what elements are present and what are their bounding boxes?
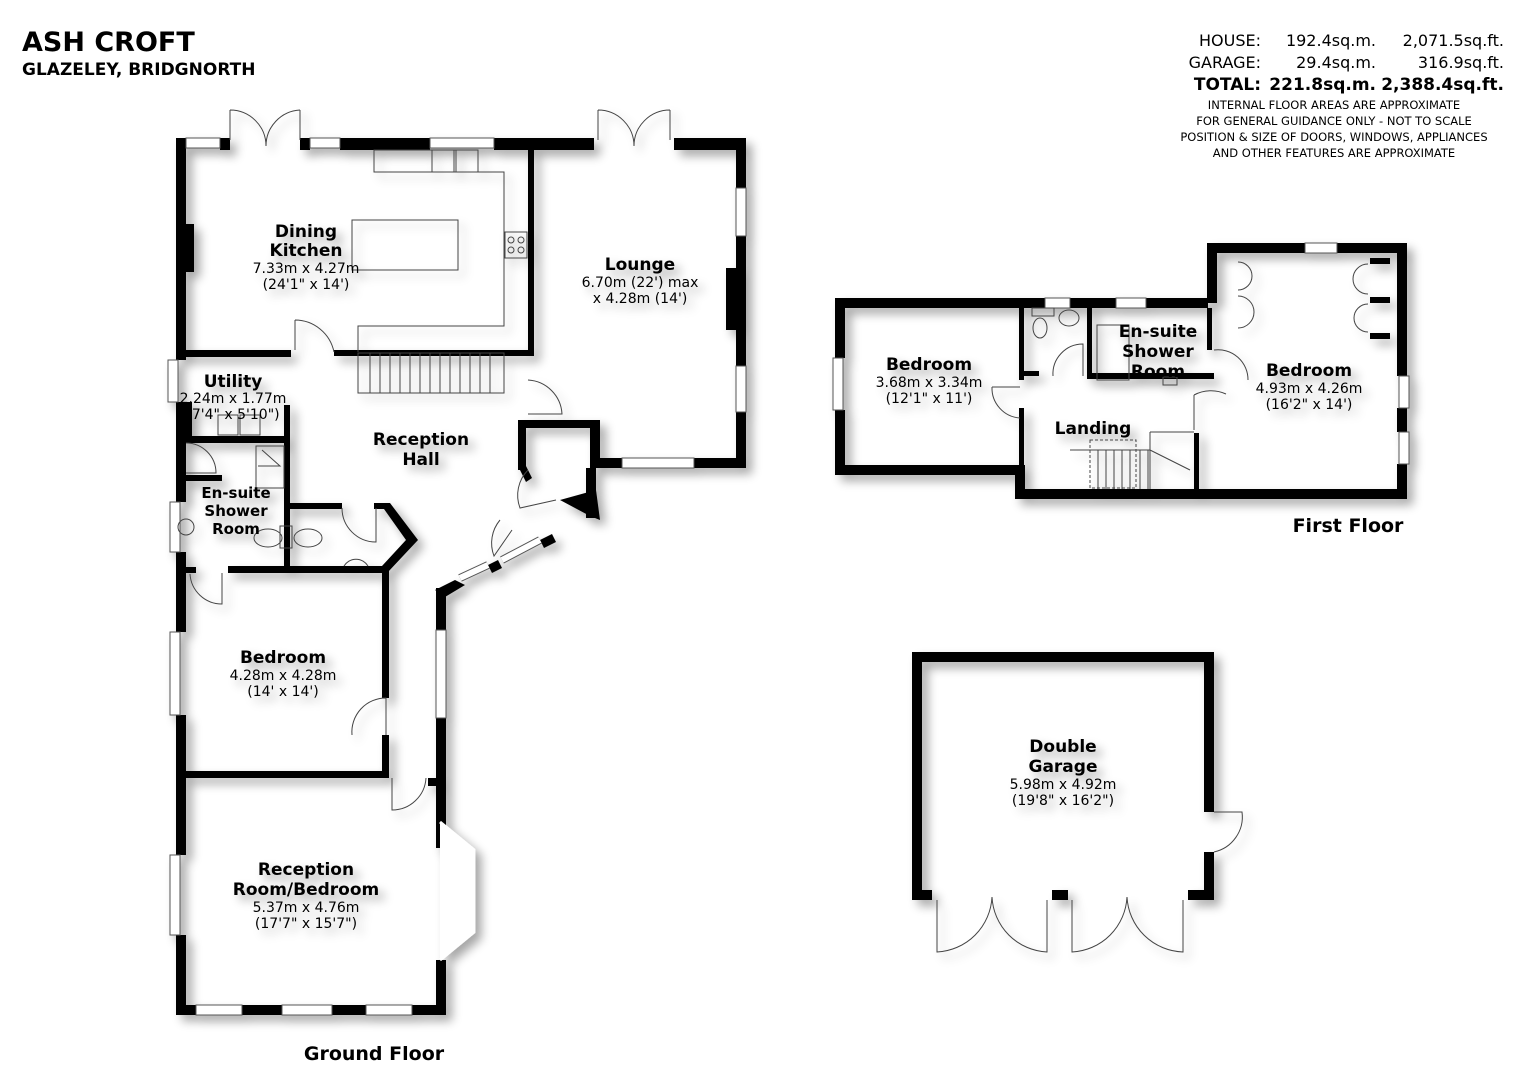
room-reception-hall-name: Reception xyxy=(373,430,469,450)
room-dining-kitchen-metric: 7.33m x 4.27m xyxy=(253,261,360,277)
svg-text:3.68m x 3.34m: 3.68m x 3.34m xyxy=(876,375,983,391)
ground-floor-walls xyxy=(176,138,746,1015)
svg-text:Kitchen: Kitchen xyxy=(270,241,343,261)
area-row-house: HOUSE: 192.4sq.m. 2,071.5sq.ft. xyxy=(1199,31,1504,50)
area-row-garage: GARAGE: 29.4sq.m. 316.9sq.ft. xyxy=(1188,53,1504,72)
disclaimer: INTERNAL FLOOR AREAS ARE APPROXIMATE FOR… xyxy=(1180,98,1488,160)
garage-labels: Double Garage 5.98m x 4.92m (19'8" x 16'… xyxy=(1010,737,1117,809)
svg-text:(16'2" x 14'): (16'2" x 14') xyxy=(1266,397,1353,413)
room-dining-kitchen-name: Dining xyxy=(275,222,337,242)
svg-text:5.37m x 4.76m: 5.37m x 4.76m xyxy=(253,900,360,916)
first-floor-label: First Floor xyxy=(1293,515,1404,537)
room-utility-name: Utility xyxy=(204,372,263,392)
svg-text:(19'8" x 16'2"): (19'8" x 16'2") xyxy=(1012,793,1114,809)
svg-text:5.98m x 4.92m: 5.98m x 4.92m xyxy=(1010,777,1117,793)
svg-text:(24'1" x 14'): (24'1" x 14') xyxy=(263,277,350,293)
svg-text:2.24m x 1.77m: 2.24m x 1.77m xyxy=(180,391,287,407)
svg-text:4.93m x 4.26m: 4.93m x 4.26m xyxy=(1256,381,1363,397)
room-bedroom-ground-name: Bedroom xyxy=(240,648,326,668)
svg-text:(14' x 14'): (14' x 14') xyxy=(247,684,318,700)
svg-text:Room: Room xyxy=(1131,362,1185,382)
ground-floor-doors xyxy=(185,109,671,811)
svg-text:Shower: Shower xyxy=(204,502,268,520)
first-floor-doors xyxy=(991,261,1369,430)
garage-doors xyxy=(936,811,1243,953)
first-floor-plan: Bedroom 3.68m x 3.34m (12'1" x 11') En-s… xyxy=(832,242,1410,499)
first-floor-walls xyxy=(835,243,1407,499)
svg-text:(7'4" x 5'10"): (7'4" x 5'10") xyxy=(186,407,279,423)
svg-text:x 4.28m (14'): x 4.28m (14') xyxy=(593,291,688,307)
property-title: ASH CROFT xyxy=(22,27,195,58)
svg-text:Room: Room xyxy=(212,520,260,538)
room-bedroom-first-1-name: Bedroom xyxy=(886,355,972,375)
property-location: GLAZELEY, BRIDGNORTH xyxy=(22,60,256,80)
room-double-garage-name: Double xyxy=(1029,737,1096,757)
room-reception-room-name: Reception xyxy=(258,860,354,880)
floor-area-summary: HOUSE: 192.4sq.m. 2,071.5sq.ft. GARAGE: … xyxy=(1164,30,1504,96)
svg-text:Room/Bedroom: Room/Bedroom xyxy=(233,880,379,900)
first-room-labels: Bedroom 3.68m x 3.34m (12'1" x 11') En-s… xyxy=(876,322,1363,439)
svg-text:4.28m x 4.28m: 4.28m x 4.28m xyxy=(230,668,337,684)
ground-floor-fixtures xyxy=(177,149,528,567)
ground-room-labels: Dining Kitchen 7.33m x 4.27m (24'1" x 14… xyxy=(180,222,699,932)
ground-floor-label: Ground Floor xyxy=(304,1043,445,1065)
garage-walls xyxy=(912,652,1214,900)
room-bedroom-first-2-name: Bedroom xyxy=(1266,361,1352,381)
svg-text:(12'1" x 11'): (12'1" x 11') xyxy=(886,391,973,407)
room-lounge-metric: 6.70m (22') max xyxy=(582,275,699,291)
area-row-total: TOTAL: 221.8sq.m. 2,388.4sq.ft. xyxy=(1193,75,1504,95)
svg-text:Shower: Shower xyxy=(1122,342,1194,362)
garage-plan: Double Garage 5.98m x 4.92m (19'8" x 16'… xyxy=(912,652,1243,953)
ground-floor-windows xyxy=(167,137,747,1016)
room-ensuite-ground-name: En-suite xyxy=(201,484,270,502)
svg-text:Garage: Garage xyxy=(1029,757,1098,777)
room-landing-name: Landing xyxy=(1055,419,1132,439)
ground-floor-plan: Dining Kitchen 7.33m x 4.27m (24'1" x 14… xyxy=(167,109,747,1016)
room-ensuite-first-name: En-suite xyxy=(1119,322,1197,342)
room-lounge-name: Lounge xyxy=(605,255,675,275)
first-floor-windows xyxy=(832,242,1410,465)
first-floor-fixtures xyxy=(1031,307,1194,489)
svg-text:Hall: Hall xyxy=(402,450,439,470)
svg-text:(17'7" x 15'7"): (17'7" x 15'7") xyxy=(255,916,357,932)
